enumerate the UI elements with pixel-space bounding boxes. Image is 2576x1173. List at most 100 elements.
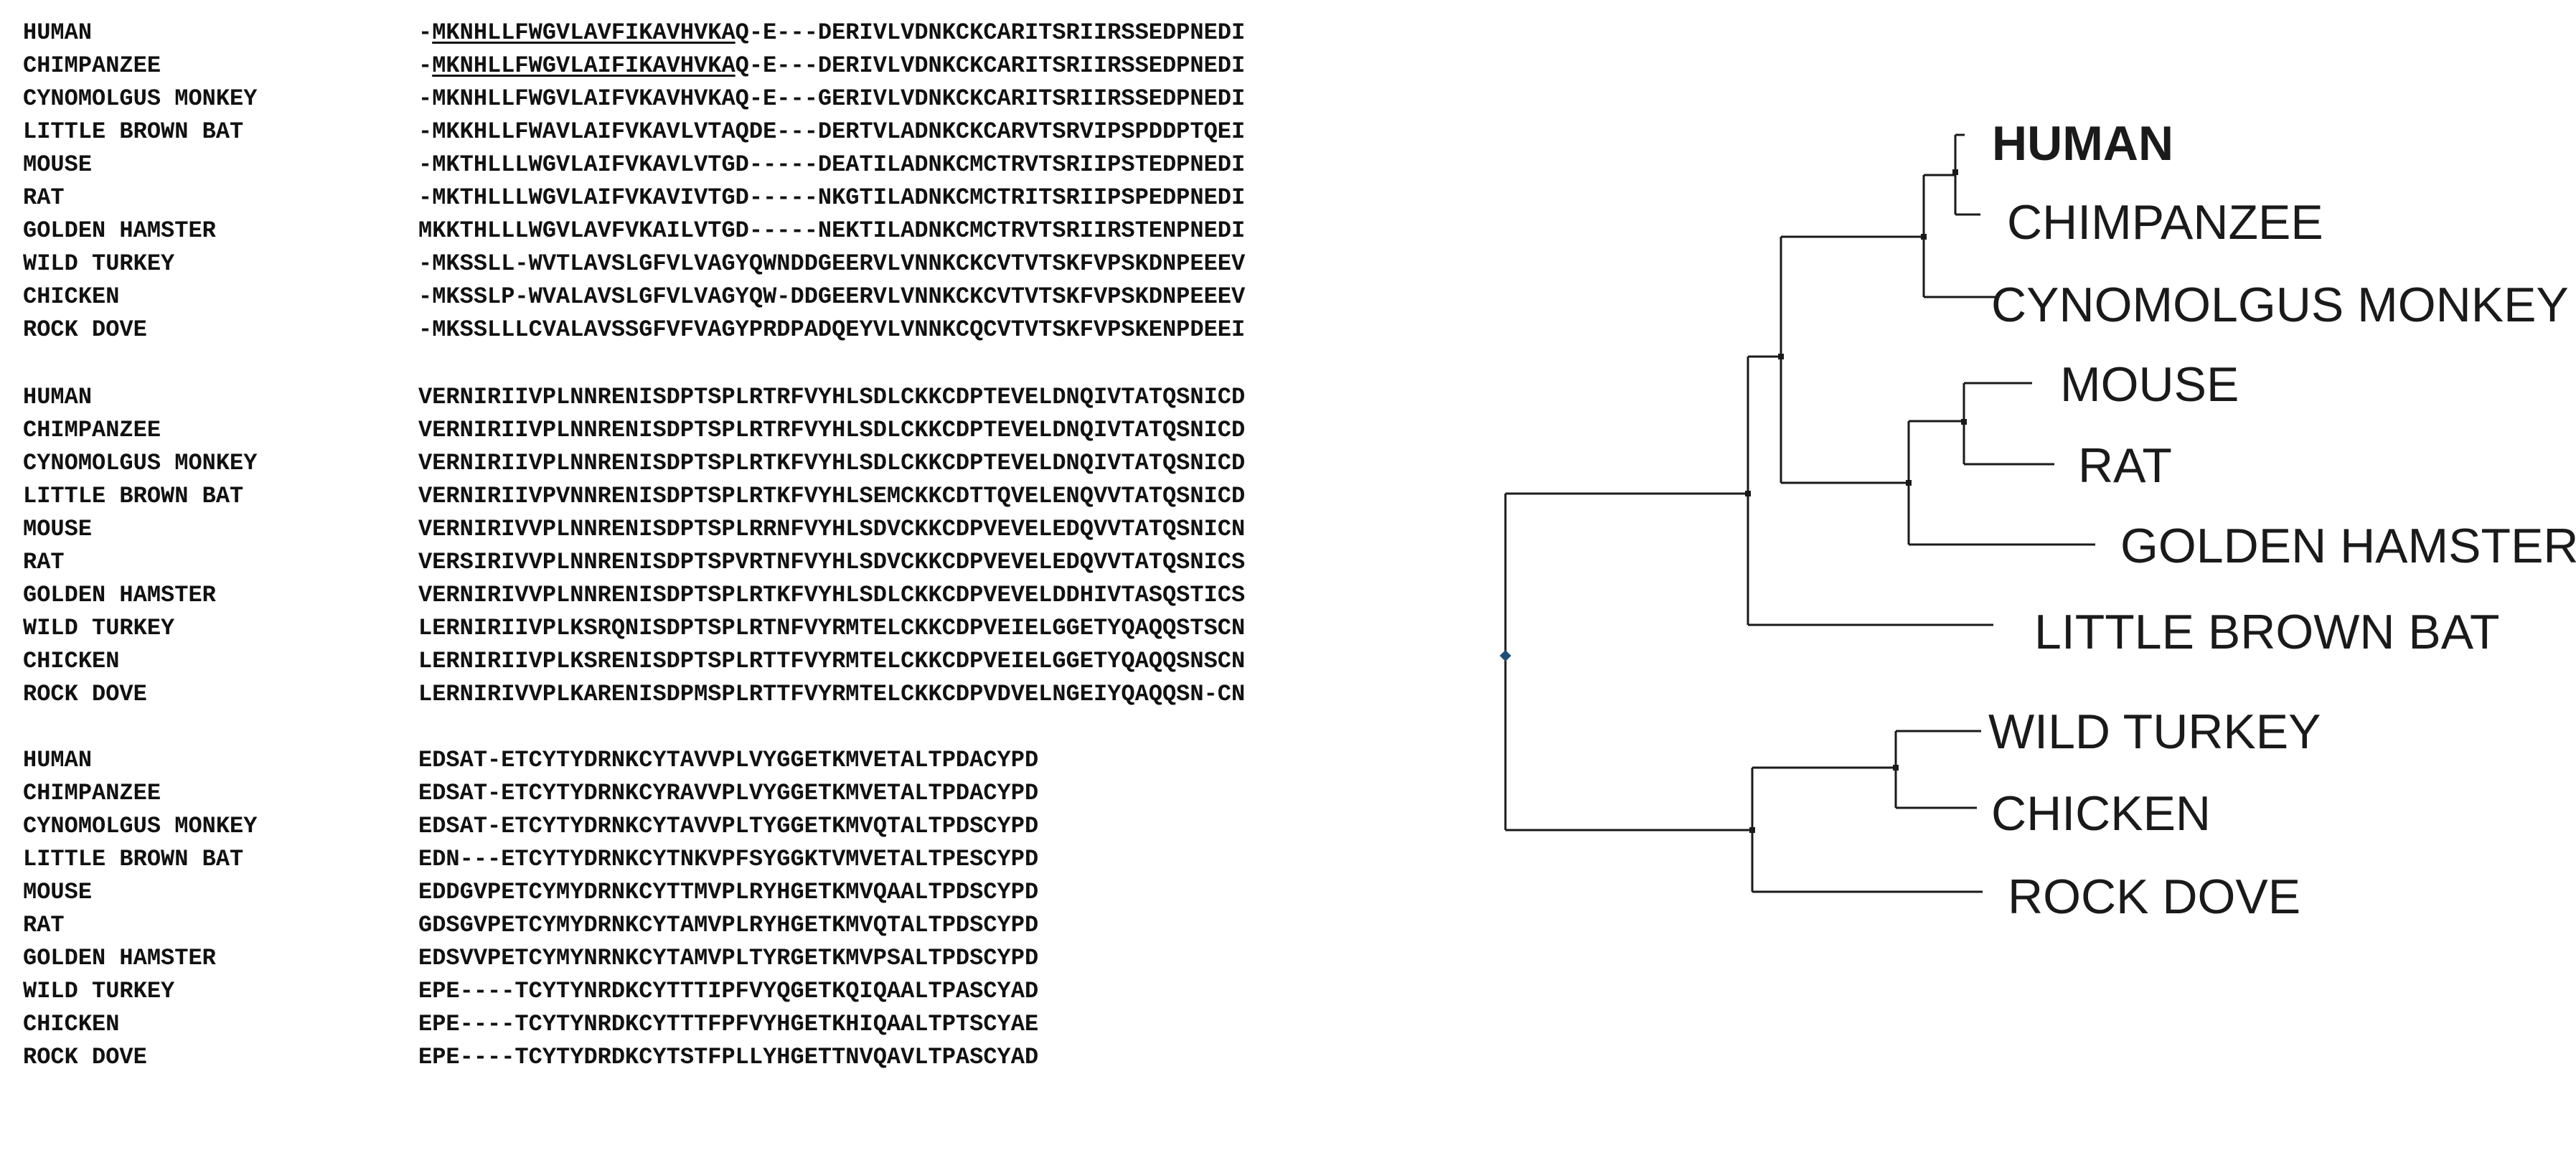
node — [1893, 765, 1899, 771]
species-name: RAT — [23, 549, 65, 575]
species-name: GOLDEN HAMSTER — [23, 945, 216, 971]
tree-nodes — [1745, 169, 1967, 833]
species-name: RAT — [23, 912, 65, 938]
alignment-row: CHIMPANZEE EDSAT-ETCYTYDRNKCYRAVVPLVYGGE… — [0, 777, 1038, 810]
node — [1961, 419, 1967, 425]
species-name: CHIMPANZEE — [23, 780, 161, 806]
node — [1749, 827, 1755, 833]
sequence-prefix: - — [418, 19, 433, 46]
sequence: -MKKHLLFWAVLAIFVKAVLVTAQDE---DERTVLADNKC… — [418, 118, 1246, 145]
alignment-row: WILD TURKEY LERNIRIIVPLKSRQNISDPTSPLRTNF… — [0, 612, 1245, 645]
species-name: CHICKEN — [23, 1011, 120, 1037]
sequence: EPE----TCYTYDRDKCYTSTFPLLYHGETTNVQAVLTPA… — [418, 1044, 1039, 1070]
sequence: -MKSSLLLCVALAVSSGFVFVAGYPRDPADQEYVLVNNKC… — [418, 316, 1246, 343]
species-name: CHIMPANZEE — [23, 417, 161, 443]
leaf-label-golden-hamster: GOLDEN HAMSTER — [2120, 519, 2576, 573]
species-name: GOLDEN HAMSTER — [23, 582, 216, 608]
alignment-row: CYNOMOLGUS MONKEY -MKNHLLFWGVLAIFVKAVHVK… — [0, 83, 1245, 116]
sequence: -MKTHLLLWGVLAIFVKAVIVTGD-----NKGTILADNKC… — [418, 184, 1246, 211]
species-name: WILD TURKEY — [23, 615, 175, 641]
node — [1921, 234, 1927, 240]
sequence-suffix: Q-E---DERIVLVDNKCKCARITSRIIRSSEDPNEDI — [735, 52, 1246, 79]
leaf-label-mouse: MOUSE — [2060, 357, 2239, 412]
species-name: CYNOMOLGUS MONKEY — [23, 450, 258, 476]
alignment-row: MOUSE VERNIRIVVPLNNRENISDPTSPLRRNFVYHLSD… — [0, 513, 1245, 546]
leaf-label-chimpanzee: CHIMPANZEE — [2007, 195, 2323, 250]
leaf-label-cynomolgus-monkey: CYNOMOLGUS MONKEY — [1991, 278, 2569, 332]
species-name: RAT — [23, 184, 65, 211]
signal-peptide-underlined: MKNHLLFWGVLAIFIKAVHVKA — [432, 52, 735, 79]
sequence: EDSAT-ETCYTYDRNKCYTAVVPLVYGGETKMVETALTPD… — [418, 747, 1039, 773]
species-name: MOUSE — [23, 151, 93, 178]
sequence: -MKNHLLFWGVLAIFIKAVHVKAQ-E---DERIVLVDNKC… — [418, 50, 1245, 83]
sequence: -MKNHLLFWGVLAIFVKAVHVKAQ-E---GERIVLVDNKC… — [418, 85, 1246, 112]
alignment-row: WILD TURKEY -MKSSLL-WVTLAVSLGFVLVAGYQWND… — [0, 248, 1245, 281]
sequence: VERNIRIIVPLNNRENISDPTSPLRTKFVYHLSDLCKKCD… — [418, 450, 1246, 476]
sequence: GDSGVPETCYMYDRNKCYTAMVPLRYHGETKMVQTALTPD… — [418, 912, 1039, 938]
root-node-marker — [1500, 650, 1511, 661]
sequence: VERNIRIVVPLNNRENISDPTSPLRTKFVYHLSDLCKKCD… — [418, 582, 1246, 608]
sequence: VERNIRIVVPLNNRENISDPTSPLRRNFVYHLSDVCKKCD… — [418, 516, 1246, 542]
species-name: LITTLE BROWN BAT — [23, 846, 244, 872]
sequence: EPE----TCYTYNRDKCYTTTIPFVYQGETKQIQAALTPA… — [418, 978, 1039, 1004]
sequence: -MKTHLLLWGVLAIFVKAVLVTGD-----DEATILADNKC… — [418, 151, 1246, 178]
alignment-row: LITTLE BROWN BAT EDN---ETCYTYDRNKCYTNKVP… — [0, 843, 1038, 876]
species-name: WILD TURKEY — [23, 978, 175, 1004]
alignment-row: ROCK DOVE LERNIRIVVPLKARENISDPMSPLRTTFVY… — [0, 678, 1245, 711]
alignment-row: CHICKEN EPE----TCYTYNRDKCYTTTFPFVYHGETKH… — [0, 1008, 1038, 1041]
sequence: LERNIRIIVPLKSRENISDPTSPLRTTFVYRMTELCKKCD… — [418, 648, 1246, 674]
sequence-suffix: Q-E---DERIVLVDNKCKCARITSRIIRSSEDPNEDI — [735, 19, 1246, 46]
species-name: HUMAN — [23, 747, 93, 773]
alignment-row: CYNOMOLGUS MONKEY VERNIRIIVPLNNRENISDPTS… — [0, 447, 1245, 480]
species-name: CHICKEN — [23, 648, 120, 674]
alignment-row: RAT VERSIRIVVPLNNRENISDPTSPVRTNFVYHLSDVC… — [0, 546, 1245, 579]
species-name: MOUSE — [23, 879, 93, 905]
node — [1778, 354, 1784, 359]
species-name: MOUSE — [23, 516, 93, 542]
alignment-row: GOLDEN HAMSTER EDSVVPETCYMYNRNKCYTAMVPLT… — [0, 942, 1038, 975]
alignment-row: ROCK DOVE -MKSSLLLCVALAVSSGFVFVAGYPRDPAD… — [0, 314, 1245, 347]
node — [1906, 480, 1912, 486]
alignment-row: GOLDEN HAMSTER VERNIRIVVPLNNRENISDPTSPLR… — [0, 579, 1245, 612]
leaf-label-human: HUMAN — [1992, 116, 2174, 171]
alignment-row: ROCK DOVE EPE----TCYTYDRDKCYTSTFPLLYHGET… — [0, 1041, 1038, 1074]
leaf-label-rat: RAT — [2078, 438, 2172, 493]
alignment-row: RAT -MKTHLLLWGVLAIFVKAVIVTGD-----NKGTILA… — [0, 182, 1245, 215]
alignment-row: GOLDEN HAMSTER MKKTHLLLWGVLAVFVKAILVTGD-… — [0, 215, 1245, 248]
alignment-row: MOUSE EDDGVPETCYMYDRNKCYTTMVPLRYHGETKMVQ… — [0, 876, 1038, 909]
node — [1745, 491, 1751, 496]
species-name: WILD TURKEY — [23, 250, 175, 277]
sequence: LERNIRIIVPLKSRQNISDPTSPLRTNFVYRMTELCKKCD… — [418, 615, 1246, 641]
sequence: EDSAT-ETCYTYDRNKCYRAVVPLVYGGETKMVETALTPD… — [418, 780, 1039, 806]
sequence: EPE----TCYTYNRDKCYTTTFPFVYHGETKHIQAALTPT… — [418, 1011, 1039, 1037]
alignment-row: CHIMPANZEE -MKNHLLFWGVLAIFIKAVHVKAQ-E---… — [0, 50, 1245, 83]
alignment-row: HUMAN -MKNHLLFWGVLAVFIKAVHVKAQ-E---DERIV… — [0, 17, 1245, 50]
species-name: ROCK DOVE — [23, 681, 147, 707]
sequence: -MKNHLLFWGVLAVFIKAVHVKAQ-E---DERIVLVDNKC… — [418, 17, 1245, 50]
species-name: CYNOMOLGUS MONKEY — [23, 85, 258, 112]
species-name: CYNOMOLGUS MONKEY — [23, 813, 258, 839]
sequence: VERNIRIIVPLNNRENISDPTSPLRTRFVYHLSDLCKKCD… — [418, 417, 1246, 443]
leaf-label-chicken: CHICKEN — [1991, 786, 2211, 841]
sequence: EDSVVPETCYMYNRNKCYTAMVPLTYRGETKMVPSALTPD… — [418, 945, 1039, 971]
leaf-label-wild-turkey: WILD TURKEY — [1988, 705, 2321, 759]
species-name: LITTLE BROWN BAT — [23, 118, 244, 145]
sequence: VERSIRIVVPLNNRENISDPTSPVRTNFVYHLSDVCKKCD… — [418, 549, 1246, 575]
species-name: ROCK DOVE — [23, 316, 147, 343]
sequence: VERNIRIIVPLNNRENISDPTSPLRTRFVYHLSDLCKKCD… — [418, 384, 1246, 410]
sequence: -MKSSLP-WVALAVSLGFVLVAGYQW-DDGEERVLVNNKC… — [418, 283, 1246, 310]
species-name: CHICKEN — [23, 283, 120, 310]
species-name: CHIMPANZEE — [23, 52, 161, 79]
sequence: EDN---ETCYTYDRNKCYTNKVPFSYGGKTVMVETALTPE… — [418, 846, 1039, 872]
species-name: ROCK DOVE — [23, 1044, 147, 1070]
leaf-label-little-brown-bat: LITTLE BROWN BAT — [2034, 605, 2500, 659]
species-name: HUMAN — [23, 384, 93, 410]
species-name: GOLDEN HAMSTER — [23, 217, 216, 244]
alignment-row: MOUSE -MKTHLLLWGVLAIFVKAVLVTGD-----DEATI… — [0, 149, 1245, 182]
sequence-prefix: - — [418, 52, 433, 79]
sequence: LERNIRIVVPLKARENISDPMSPLRTTFVYRMTELCKKCD… — [418, 681, 1246, 707]
species-name: LITTLE BROWN BAT — [23, 483, 244, 509]
alignment-row: HUMAN EDSAT-ETCYTYDRNKCYTAVVPLVYGGETKMVE… — [0, 744, 1038, 777]
alignment-row: CYNOMOLGUS MONKEY EDSAT-ETCYTYDRNKCYTAVV… — [0, 810, 1038, 843]
sequence: MKKTHLLLWGVLAVFVKAILVTGD-----NEKTILADNKC… — [418, 217, 1246, 244]
